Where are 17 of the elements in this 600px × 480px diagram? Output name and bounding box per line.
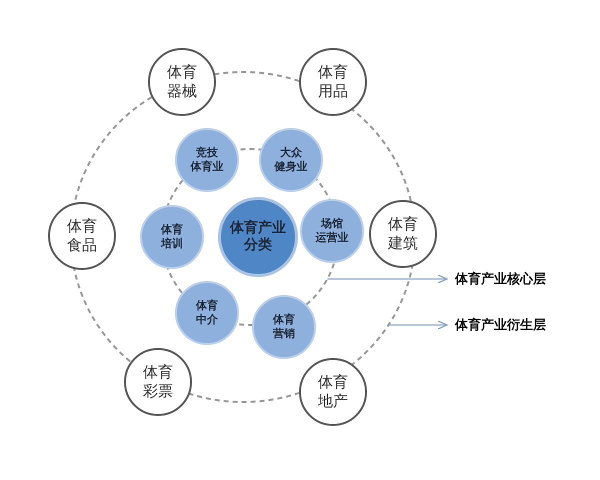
node-label: 体育彩票 [143, 363, 173, 401]
node-label: 体育器械 [167, 63, 197, 101]
arrow [327, 274, 448, 284]
layer-label: 体育产业衍生层 [455, 316, 546, 334]
arrow [388, 320, 448, 330]
node-label: 体育地产 [318, 373, 348, 411]
node-label: 场馆运营业 [316, 217, 348, 245]
node-label: 体育培训 [161, 223, 183, 251]
node-label: 体育中介 [196, 299, 218, 327]
node-label: 大众健身业 [274, 146, 308, 174]
node-label: 体育营销 [273, 313, 295, 341]
node-label: 体育建筑 [388, 215, 418, 253]
node-label: 竞技体育业 [190, 146, 224, 174]
node-label: 体育食品 [67, 217, 97, 255]
layer-label: 体育产业核心层 [455, 270, 546, 288]
node-label: 体育用品 [318, 63, 348, 101]
node-label: 体育产业分类 [229, 220, 287, 254]
